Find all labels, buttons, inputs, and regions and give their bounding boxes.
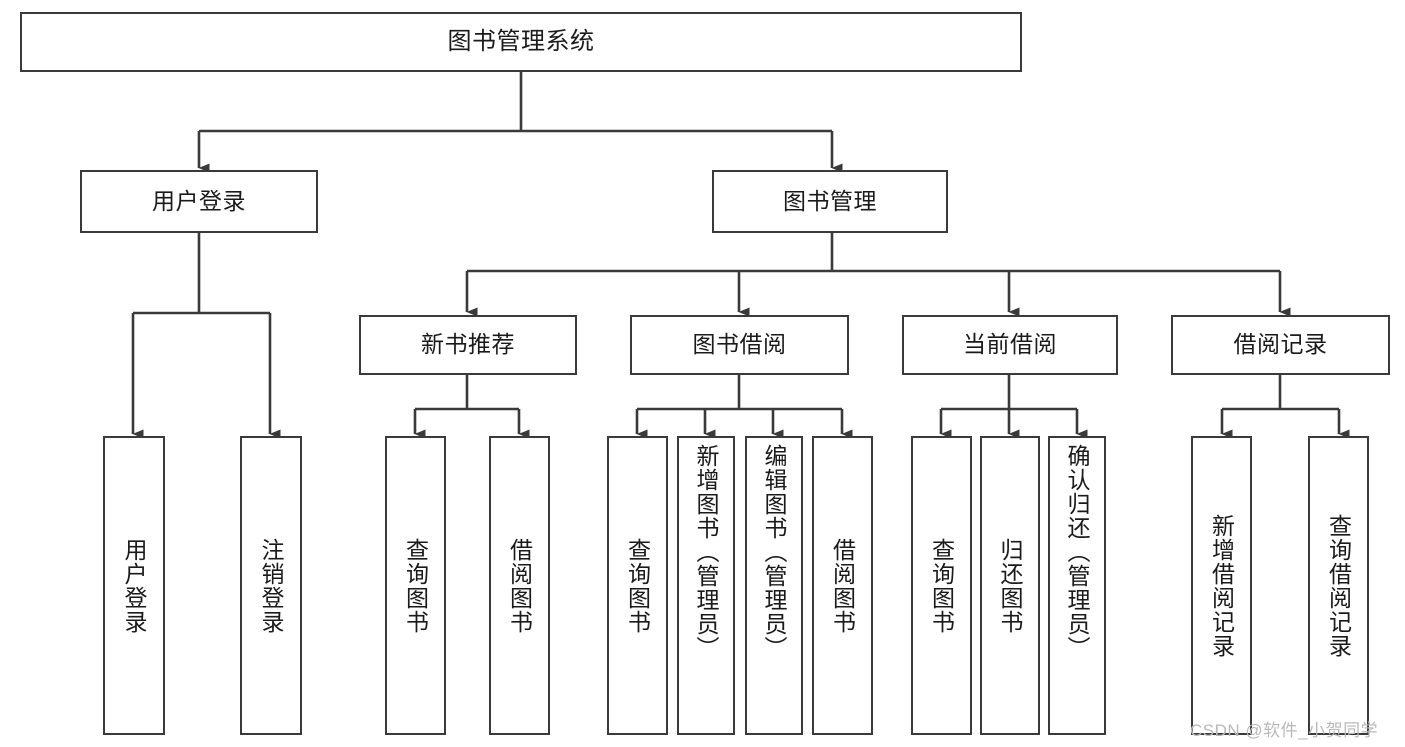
node-new-book-rec-label: 新书推荐	[421, 331, 515, 358]
node-leaf-add-borrow-record-label: 新增借阅记录	[1208, 513, 1235, 658]
node-leaf-return-book[interactable]: 归还图书	[980, 436, 1040, 735]
node-leaf-add-book-label: 新增图书（管理员）	[693, 444, 720, 660]
node-leaf-add-borrow-record[interactable]: 新增借阅记录	[1191, 436, 1252, 735]
node-borrow-record-label: 借阅记录	[1233, 331, 1328, 358]
node-book-borrow-label: 图书借阅	[692, 331, 787, 358]
node-leaf-user-login-label: 用户登录	[121, 537, 148, 634]
node-leaf-query-book-current[interactable]: 查询图书	[911, 436, 972, 735]
node-leaf-borrow-book-label: 借阅图书	[829, 537, 856, 634]
watermark-text: CSDN @软件_小贺同学	[1190, 721, 1379, 740]
node-leaf-user-login[interactable]: 用户登录	[103, 436, 165, 735]
node-leaf-logout-login-label: 注销登录	[258, 537, 285, 634]
node-current-borrow[interactable]: 当前借阅	[902, 315, 1118, 375]
node-leaf-confirm-return-label: 确认归还（管理员）	[1064, 444, 1091, 660]
node-book-borrow[interactable]: 图书借阅	[630, 315, 849, 375]
node-leaf-query-book-borrow-label: 查询图书	[624, 537, 651, 634]
node-leaf-query-borrow-record-label: 查询借阅记录	[1325, 513, 1352, 658]
node-leaf-query-book-borrow[interactable]: 查询图书	[607, 436, 668, 735]
node-leaf-confirm-return[interactable]: 确认归还（管理员）	[1048, 436, 1106, 735]
node-leaf-edit-book[interactable]: 编辑图书（管理员）	[745, 436, 803, 735]
node-new-book-rec[interactable]: 新书推荐	[359, 315, 577, 375]
node-leaf-logout-login[interactable]: 注销登录	[240, 436, 302, 735]
node-leaf-return-book-label: 归还图书	[997, 537, 1024, 634]
node-root-label: 图书管理系统	[447, 27, 595, 55]
node-borrow-record[interactable]: 借阅记录	[1171, 315, 1390, 375]
node-leaf-query-borrow-record[interactable]: 查询借阅记录	[1308, 436, 1369, 735]
node-leaf-query-book-rec[interactable]: 查询图书	[385, 436, 446, 735]
node-book-manage-label: 图书管理	[783, 187, 877, 214]
node-book-manage[interactable]: 图书管理	[712, 170, 948, 233]
node-leaf-query-book-rec-label: 查询图书	[402, 537, 429, 634]
node-leaf-query-book-current-label: 查询图书	[928, 537, 955, 634]
node-user-login[interactable]: 用户登录	[80, 170, 318, 233]
node-current-borrow-label: 当前借阅	[963, 331, 1057, 358]
node-leaf-borrow-book[interactable]: 借阅图书	[812, 436, 873, 735]
node-user-login-label: 用户登录	[152, 187, 246, 214]
node-leaf-borrow-book-rec-label: 借阅图书	[506, 537, 533, 634]
node-root[interactable]: 图书管理系统	[20, 12, 1022, 72]
node-leaf-add-book[interactable]: 新增图书（管理员）	[677, 436, 735, 735]
node-leaf-edit-book-label: 编辑图书（管理员）	[761, 444, 788, 660]
node-leaf-borrow-book-rec[interactable]: 借阅图书	[489, 436, 550, 735]
